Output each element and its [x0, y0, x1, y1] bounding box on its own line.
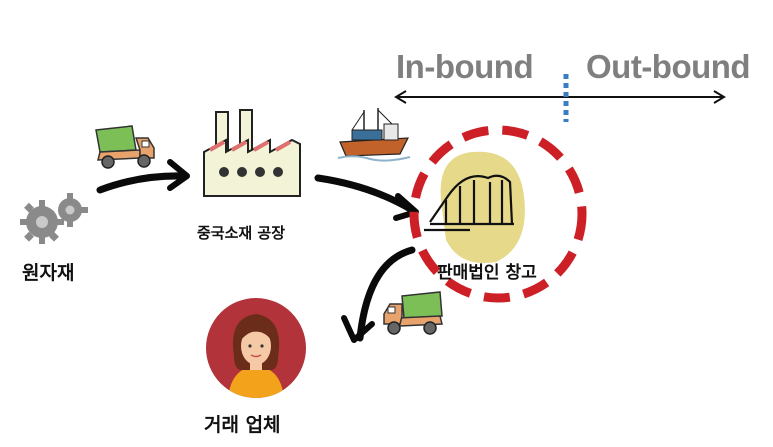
customer-avatar-icon — [206, 298, 306, 398]
ship-icon — [337, 108, 411, 162]
truck-icon — [95, 125, 155, 169]
warehouse-label: 판매법인 창고 — [437, 263, 537, 283]
customer-label: 거래 업체 — [204, 414, 281, 436]
inbound-label: In-bound — [396, 48, 534, 85]
outbound-label: Out-bound — [586, 48, 751, 85]
factory-icon — [203, 109, 301, 197]
raw-material-label: 원자재 — [22, 262, 75, 284]
truck-icon-2 — [383, 291, 443, 335]
warehouse-highlight-ring — [409, 125, 587, 303]
gears-icon — [20, 193, 88, 244]
factory-label: 중국소재 공장 — [197, 224, 286, 242]
